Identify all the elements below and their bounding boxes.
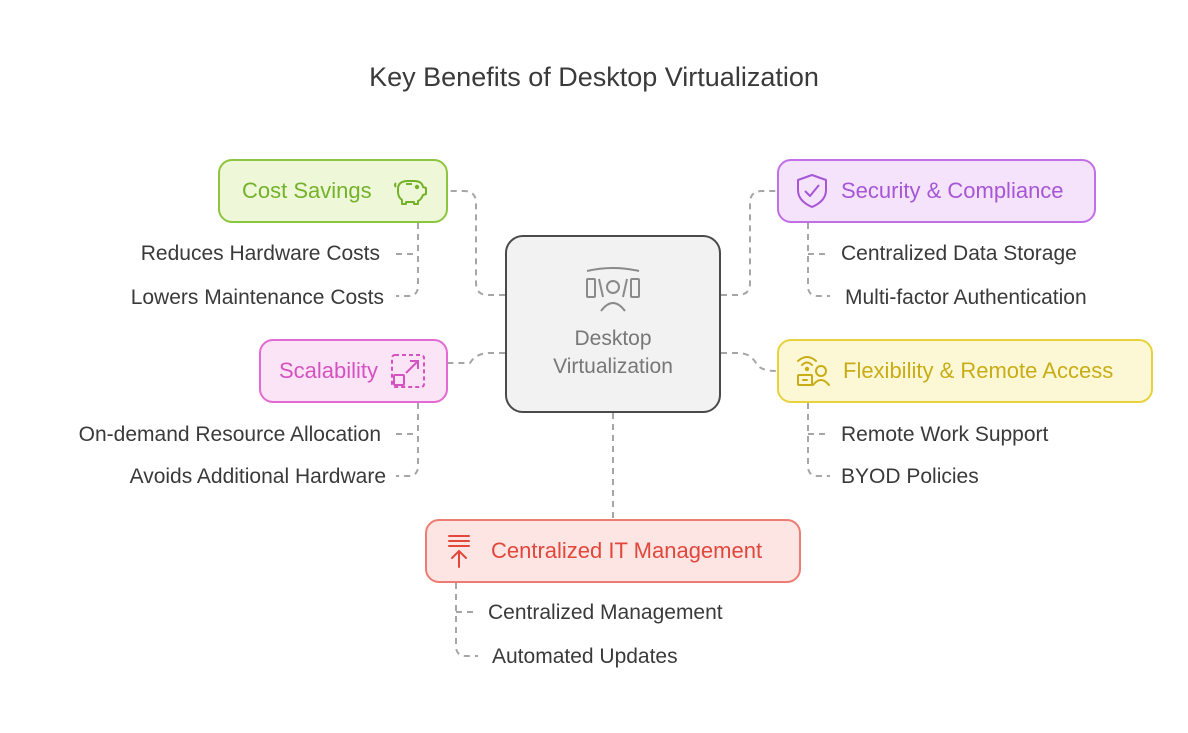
scalability-label: Scalability [279,358,379,383]
scalability-node: Scalability [259,339,448,403]
remote-access-icon [795,353,831,389]
leaf-automated-updates: Automated Updates [492,645,678,668]
center-label-line2: Virtualization [553,355,673,378]
center-label-line1: Desktop [574,327,652,350]
center-node: Desktop Virtualization [505,235,721,413]
leaf-on-demand-resource-allocation: On-demand Resource Allocation [78,423,381,446]
leaf-centralized-data-storage: Centralized Data Storage [841,242,1077,265]
virtual-desktop-icon [583,267,643,319]
leaf-reduces-hardware-costs: Reduces Hardware Costs [140,242,380,265]
leaf-byod-policies: BYOD Policies [841,465,979,488]
centralized-it-management-node: Centralized IT Management [425,519,801,583]
expand-icon [390,353,426,389]
security-compliance-node: Security & Compliance [777,159,1096,223]
piggy-bank-icon [392,175,428,207]
leaf-lowers-maintenance-costs: Lowers Maintenance Costs [130,286,384,309]
centralized-it-management-label: Centralized IT Management [491,538,763,563]
shield-check-icon [795,173,829,209]
leaf-multi-factor-authentication: Multi-factor Authentication [845,286,1087,309]
cost-savings-node: Cost Savings [218,159,448,223]
leaf-remote-work-support: Remote Work Support [841,423,1049,446]
diagram-title: Key Benefits of Desktop Virtualization [369,62,819,92]
security-compliance-label: Security & Compliance [841,178,1064,203]
flexibility-remote-access-label: Flexibility & Remote Access [843,358,1114,383]
leaf-avoids-additional-hardware: Avoids Additional Hardware [129,465,386,488]
upload-arrow-icon [447,533,471,569]
flexibility-remote-access-node: Flexibility & Remote Access [777,339,1153,403]
leaf-centralized-management: Centralized Management [488,601,723,624]
cost-savings-label: Cost Savings [242,178,372,203]
